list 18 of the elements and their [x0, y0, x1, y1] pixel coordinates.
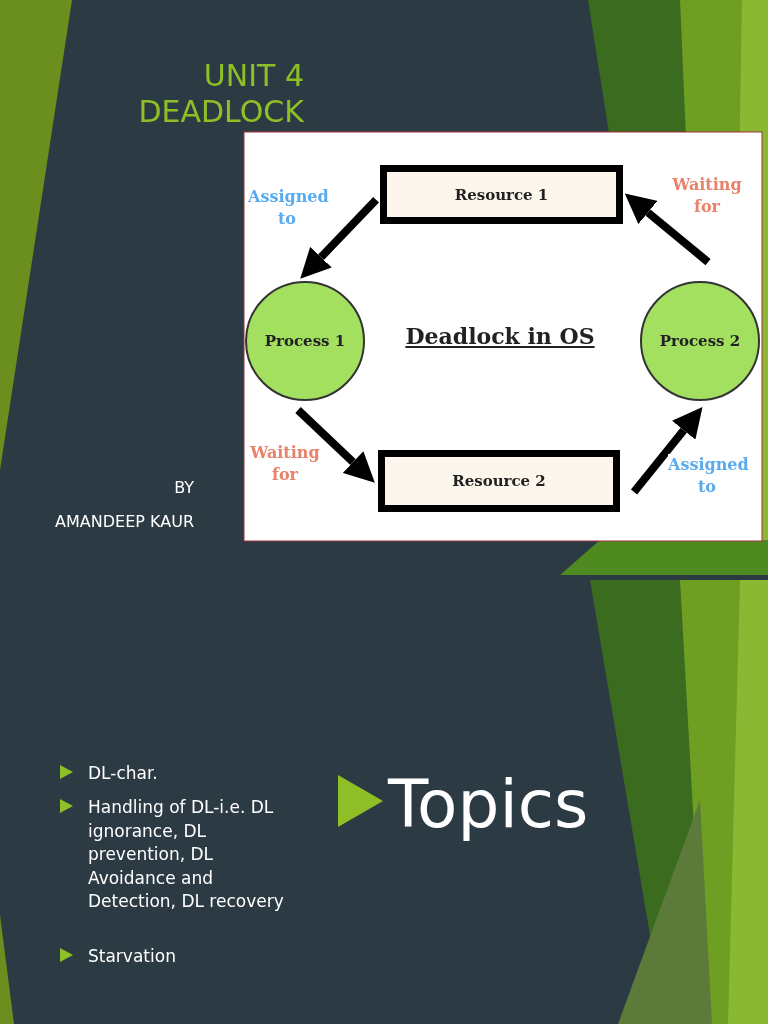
resource-box	[378, 450, 620, 512]
bullet-text: Handling of DL-i.e. DL ignorance, DL prevention, DL Avoidance and Detection, DL recovery	[88, 796, 285, 913]
arrow	[300, 197, 379, 279]
node-label: Process 2	[659, 332, 741, 350]
slide-title: UNIT 4 DEADLOCK	[137, 58, 304, 130]
bullet-text: DL-char.	[88, 762, 159, 785]
node-label: Resource 1	[454, 185, 549, 204]
byline: BY	[173, 478, 194, 497]
resource-box	[380, 165, 623, 224]
diagram-heading: Deadlock in OS	[404, 323, 596, 349]
bullet-text: Starvation	[88, 945, 177, 968]
section-heading: Topics	[388, 765, 589, 845]
arrow	[630, 406, 703, 495]
author-name: AMANDEEP KAUR	[54, 512, 194, 531]
node-label: Resource 2	[452, 472, 546, 490]
arrow	[295, 407, 375, 483]
arrow	[624, 193, 711, 266]
node-label: Process 1	[264, 332, 346, 350]
